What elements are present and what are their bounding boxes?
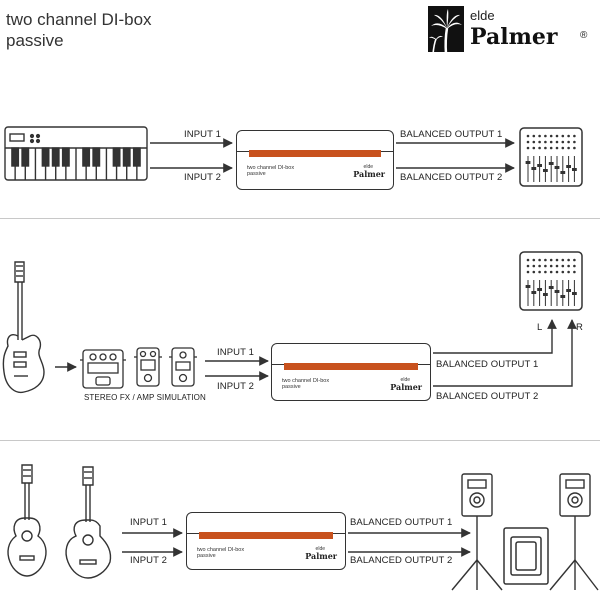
di-box-top [237,131,393,152]
pedal-icon [80,349,126,389]
row2-output1-arrow [433,319,557,354]
page-title: two channel DI-box [6,10,152,29]
di-box-label: two channel DI-box [247,165,295,171]
row2-output2-label: BALANCED OUTPUT 2 [436,391,539,402]
row3-output2-label: BALANCED OUTPUT 2 [350,555,453,566]
row3-input2-label: INPUT 2 [130,555,167,566]
speaker-icon [451,473,503,591]
di-box-brand-small: elde [400,377,410,383]
di-box-brand-small: elde [315,546,325,552]
keyboard-icon [4,126,148,181]
di-box-sublabel: passive [282,384,301,390]
di-box-brand-large: Palmer [390,382,422,392]
row-separator-2 [0,440,600,441]
row2-input1-label: INPUT 1 [217,347,254,358]
pedal-icon [134,347,162,387]
di-box-stripe [284,363,418,370]
fx-label: STEREO FX / AMP SIMULATION [84,393,206,402]
row3-output1-label: BALANCED OUTPUT 1 [350,517,453,528]
row3-input1-label: INPUT 1 [130,517,167,528]
row1-output1-label: BALANCED OUTPUT 1 [400,129,503,140]
mixer-icon [519,127,583,187]
row1-output2-label: BALANCED OUTPUT 2 [400,172,503,183]
subwoofer-icon [503,527,549,585]
di-box-sublabel: passive [197,553,216,559]
di-box-brand-large: Palmer [353,169,385,179]
row1-input2-label: INPUT 2 [184,172,221,183]
di-box-stripe [249,150,381,157]
brand-large-text: Palmer [470,24,558,50]
row-separator-1 [0,218,600,219]
di-box-label: two channel DI-box [282,378,330,384]
brand-small-text: elde [470,8,495,23]
di-box-brand-small: elde [363,164,373,170]
page-subtitle: passive [6,31,64,50]
row1-input1-label: INPUT 1 [184,129,221,140]
row2-input2-label: INPUT 2 [217,381,254,392]
mixer-icon [519,251,583,311]
palm-tree-icon [428,6,464,56]
pedal-icon [169,347,197,387]
row2-output2-arrow [433,319,577,387]
di-box-stripe [199,532,333,539]
di-box-top [272,344,430,365]
speaker-icon [549,473,599,591]
acoustic-guitar-icon [65,466,112,579]
row2-output1-label: BALANCED OUTPUT 1 [436,359,539,370]
di-box-label: two channel DI-box [197,547,245,553]
left-channel-label: L [537,322,543,333]
electric-guitar-icon [2,261,45,394]
registered-mark: ® [580,30,588,41]
di-box-sublabel: passive [247,171,266,177]
di-box-top [187,513,345,534]
brand-logo: elde Palmer ® [428,4,598,56]
acoustic-guitar-icon [7,464,47,577]
di-box-brand-large: Palmer [305,551,337,561]
right-channel-label: R [576,322,583,333]
